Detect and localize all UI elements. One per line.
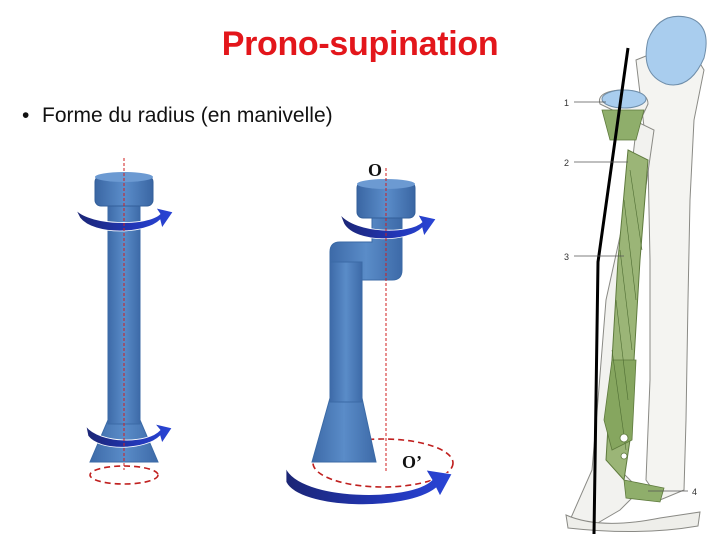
radial-head-top-left <box>95 172 153 182</box>
straight-radius-model <box>75 158 174 485</box>
annular-ligament <box>601 109 645 141</box>
label-point-o: O <box>368 160 382 180</box>
bullet-item: • Forme du radius (en manivelle) <box>22 102 333 130</box>
ulna-bone <box>635 39 705 501</box>
shaft-right <box>329 257 363 403</box>
rotation-arrow-bottom-right <box>285 467 453 505</box>
anatomy-label-4: 4 <box>692 487 697 497</box>
muscle-fibres <box>611 169 643 451</box>
distal-ligament <box>623 479 665 503</box>
rotation-arrow-top-left <box>75 207 174 232</box>
distal-end-right <box>311 397 377 463</box>
label-point-o-prime: O’ <box>402 452 422 472</box>
bullet-text: Forme du radius (en manivelle) <box>42 104 333 127</box>
slide-title: Prono-supination <box>221 25 499 63</box>
rotation-arrow-bottom-left <box>85 423 173 448</box>
foramen <box>619 433 629 443</box>
rotation-path-bottom-left <box>89 465 159 485</box>
foramen-small <box>620 452 628 460</box>
forearm-anatomy-illustration: 1 2 3 4 <box>564 15 707 535</box>
anatomy-label-3: 3 <box>564 252 569 262</box>
bullet-marker: • <box>22 104 30 127</box>
rotation-path-bottom-right <box>312 438 454 488</box>
wrist-edge <box>565 511 701 533</box>
rotation-arrow-top-right <box>339 213 437 240</box>
crank-radius-model: O O’ <box>285 160 454 505</box>
elbow-joint-surface <box>645 15 707 86</box>
pronation-axis-line <box>592 47 630 535</box>
label-leader-lines <box>574 101 688 492</box>
radial-head <box>601 89 647 109</box>
anatomy-label-2: 2 <box>564 158 569 168</box>
anatomy-label-1: 1 <box>564 98 569 108</box>
